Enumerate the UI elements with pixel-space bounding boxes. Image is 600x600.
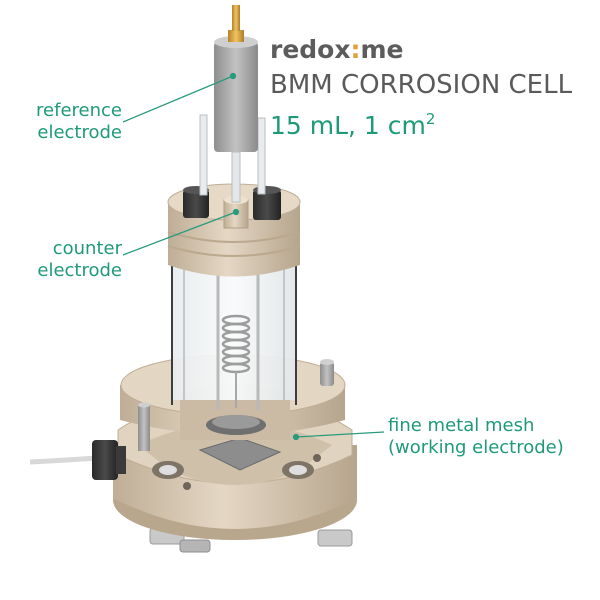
- glass-rods: [199, 114, 266, 196]
- leader-lines: [122, 72, 385, 441]
- spec-superscript: 2: [425, 110, 436, 128]
- mesh-electrode-label: fine metal mesh (working electrode): [388, 415, 564, 459]
- mesh-label-line1: fine metal mesh: [388, 415, 535, 436]
- reference-label-line1: reference: [36, 100, 122, 121]
- brand-name-part2: me: [360, 35, 404, 64]
- cable-connector: [29, 440, 126, 480]
- counter-label-line1: counter: [52, 238, 122, 259]
- brand-accent-dot: :: [350, 35, 361, 64]
- product-title: BMM CORROSION CELL: [270, 70, 573, 100]
- mesh-label-line2: (working electrode): [388, 437, 564, 458]
- reference-electrode: [214, 5, 258, 203]
- counter-electrode-label: counter electrode: [18, 238, 122, 282]
- spec-text: 15 mL, 1 cm: [270, 111, 426, 140]
- brand-name-part1: redox: [270, 35, 351, 64]
- reference-electrode-label: reference electrode: [18, 100, 122, 144]
- product-spec: 15 mL, 1 cm2: [270, 110, 435, 140]
- reference-label-line2: electrode: [37, 122, 122, 143]
- brand-logo: redox:me: [270, 35, 404, 64]
- counter-label-line2: electrode: [37, 260, 122, 281]
